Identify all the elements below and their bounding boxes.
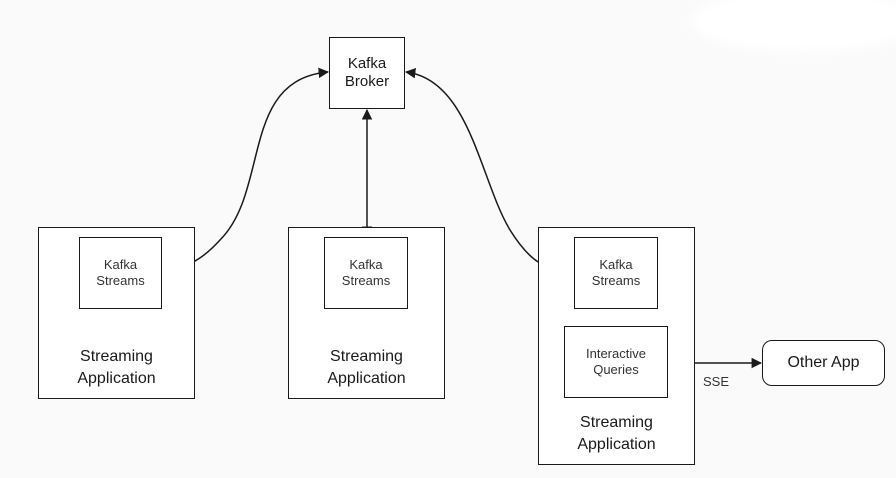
kafka-streams-center-node: Kafka Streams — [324, 237, 408, 309]
background-glow — [690, 0, 896, 52]
kafka-broker-node: Kafka Broker — [329, 37, 405, 109]
kafka-streams-left-node: Kafka Streams — [79, 237, 162, 309]
kafka-streams-right-node: Kafka Streams — [574, 237, 658, 309]
streaming-application-left-label: Streaming Application — [77, 348, 156, 387]
other-app-node: Other App — [762, 340, 885, 386]
interactive-queries-node: Interactive Queries — [564, 326, 668, 398]
streaming-application-right-label: Streaming Application — [577, 414, 656, 453]
sse-edge-label: SSE — [703, 374, 730, 389]
streaming-application-center-label: Streaming Application — [327, 348, 406, 387]
streaming-application-left: Streaming Application — [38, 227, 195, 399]
